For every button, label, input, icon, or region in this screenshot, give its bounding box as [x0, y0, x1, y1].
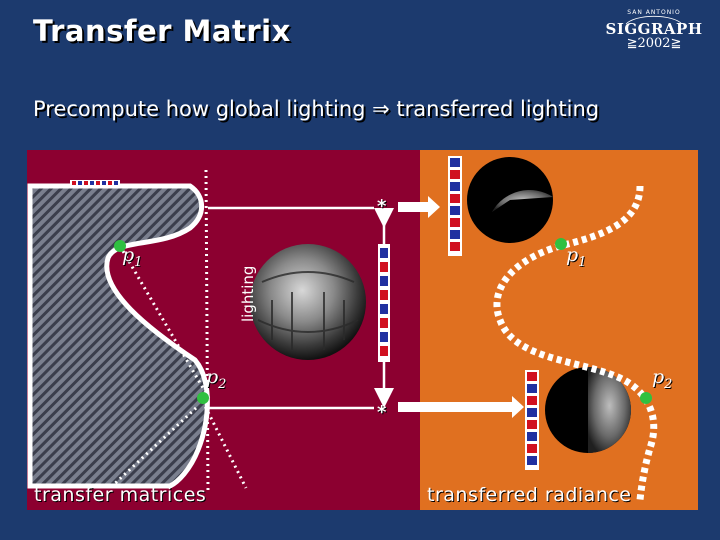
label-p2-right: p2	[652, 366, 673, 392]
label-p2-left: p2	[206, 366, 227, 392]
star-bottom: *	[377, 402, 387, 423]
lighting-vector	[378, 244, 390, 362]
label-transfer-matrices: transfer matrices	[34, 484, 207, 506]
logo-year: ≧2002≧	[626, 36, 682, 51]
ray-line	[198, 395, 248, 489]
arrow-bottom	[398, 396, 524, 418]
radiance-vector-top	[448, 156, 462, 256]
logo-location-text: SAN ANTONIO	[627, 9, 681, 16]
shadowed-sphere-bottom	[545, 367, 631, 453]
slide-subtitle: Precompute how global lighting ⇒ transfe…	[33, 97, 600, 121]
shadowed-sphere-top	[467, 157, 553, 243]
surface-curve	[493, 185, 658, 501]
point-p1-left	[114, 240, 126, 252]
slide-title: Transfer Matrix	[33, 14, 291, 48]
lighting-label: lighting	[239, 265, 257, 322]
object-top-vector	[70, 180, 120, 186]
environment-sphere	[250, 244, 366, 360]
arrow-top	[398, 196, 440, 218]
object-shape	[27, 183, 210, 489]
right-panel	[420, 150, 698, 510]
logo-wordmark: SIGGRAPH	[605, 20, 703, 38]
point-p2-right	[640, 392, 652, 404]
label-transferred-radiance: transferred radiance	[427, 484, 632, 506]
point-p2-left	[197, 392, 209, 404]
point-p1-right	[555, 238, 567, 250]
radiance-vector-bottom	[525, 370, 539, 470]
star-top: *	[377, 196, 387, 217]
sphere-detail	[257, 271, 359, 350]
ray-line	[108, 406, 198, 490]
siggraph-logo-icon	[625, 15, 683, 25]
label-p1-left: p1	[122, 244, 143, 270]
label-p1-right: p1	[566, 244, 587, 270]
